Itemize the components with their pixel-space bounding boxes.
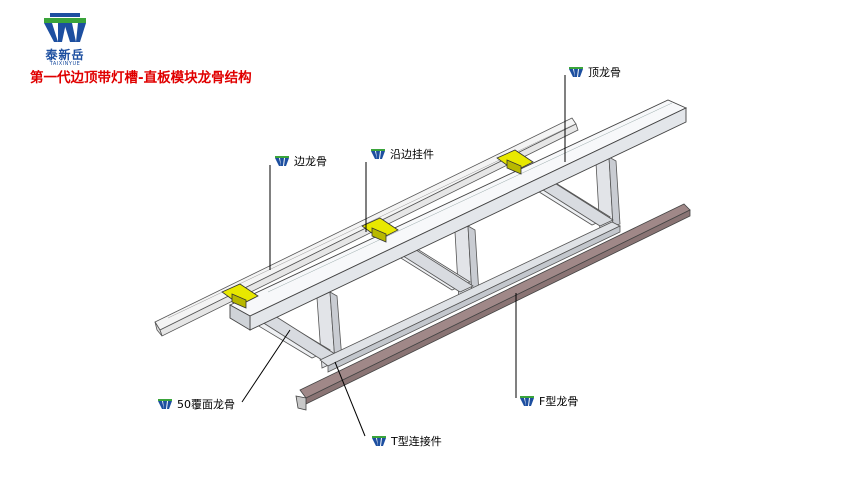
brand-mark-icon [372,436,386,446]
leader-cover-keel [241,329,291,403]
brand-logo: 泰新岳 TAIXINYUE [30,12,110,67]
label-f-keel: F型龙骨 [518,393,578,409]
brand-mark-icon [371,149,385,159]
label-text: F型龙骨 [539,395,579,408]
label-text: T型连接件 [391,435,442,448]
label-text: 边龙骨 [294,155,327,168]
logo-mark-icon [44,13,86,42]
lower-rail [319,221,621,373]
logo-name-cn: 泰新岳 [45,48,85,62]
leader-t-connector [334,361,366,437]
brand-mark-icon [520,396,534,406]
label-top-keel: 顶龙骨 [567,64,621,80]
brand-mark-icon [569,67,583,77]
leader-lines [241,75,566,437]
brand-mark-icon [275,156,289,166]
side-hangers [221,149,534,309]
logo-name-en: TAIXINYUE [49,61,81,67]
f-keel [295,203,691,411]
label-edge-keel: 边龙骨 [273,153,327,169]
top-keel [229,99,688,331]
label-text: 沿边挂件 [390,148,434,161]
label-side-hanger: 沿边挂件 [369,146,434,162]
label-text: 顶龙骨 [588,66,621,79]
page-title: 第一代边顶带灯槽-直板模块龙骨结构 [30,70,252,86]
brand-mark-icon [158,399,172,409]
label-t-connector: T型连接件 [370,433,442,449]
label-text: 50覆面龙骨 [177,398,235,411]
label-cover-keel: 50覆面龙骨 [156,396,235,412]
